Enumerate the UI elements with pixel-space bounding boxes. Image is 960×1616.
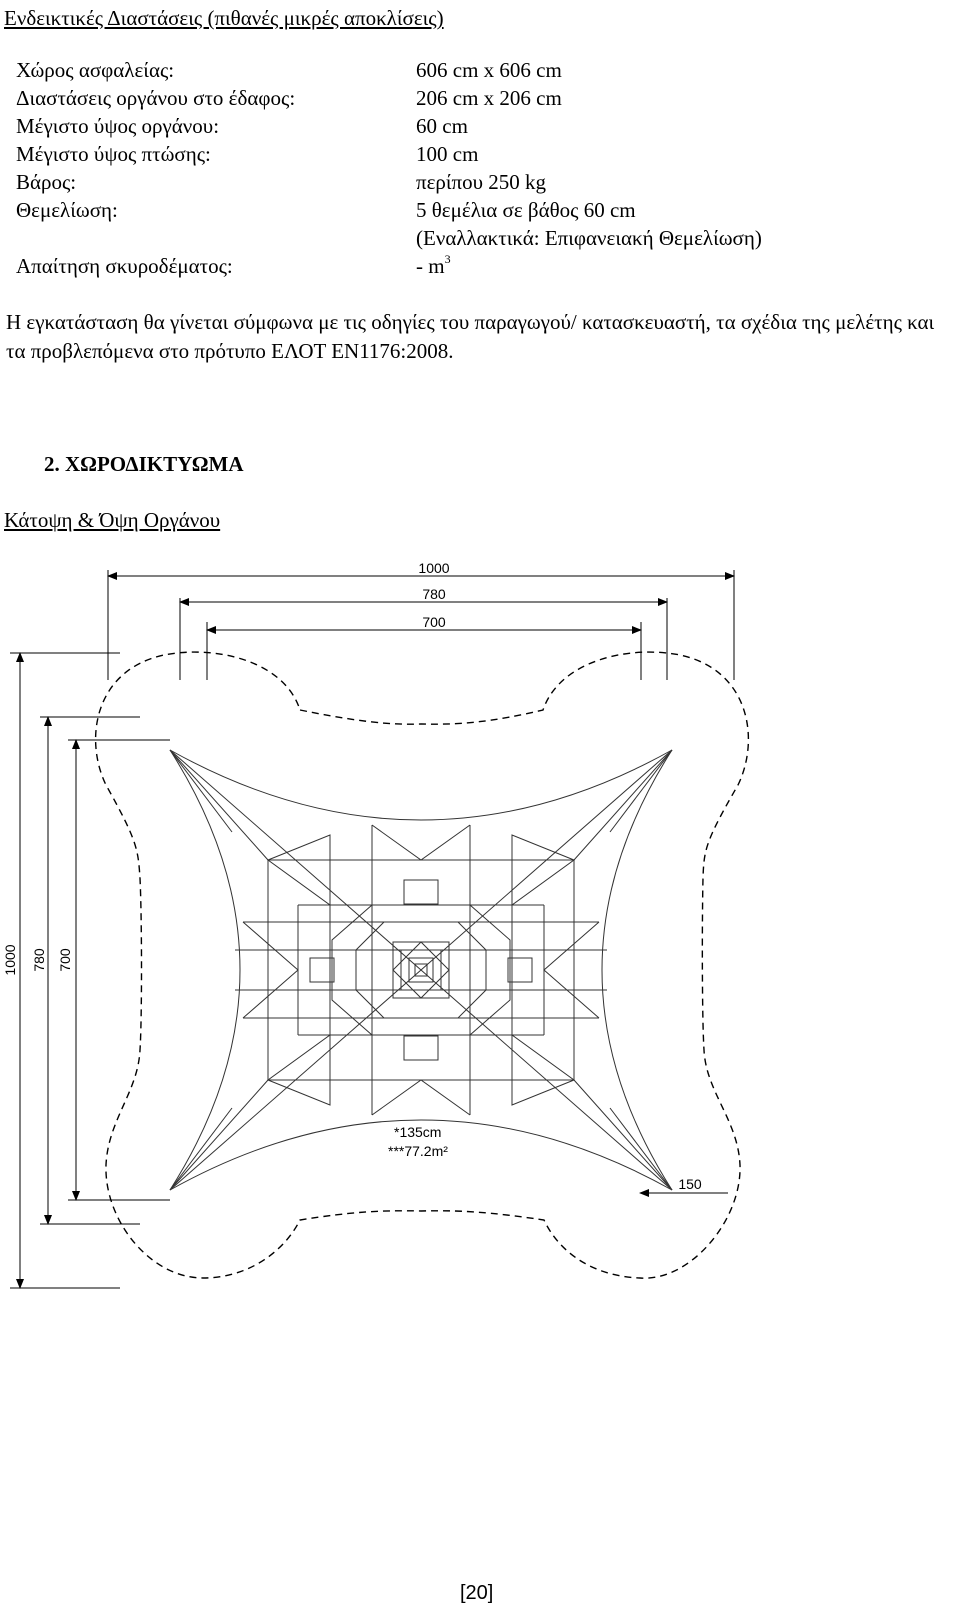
section-title: Ενδεικτικές Διαστάσεις (πιθανές μικρές α… xyxy=(4,6,444,30)
spec-label: Χώρος ασφαλείας: xyxy=(16,58,175,82)
concrete-value: - m xyxy=(416,254,445,278)
spec-label: Διαστάσεις οργάνου στο έδαφος: xyxy=(16,86,296,110)
spec-value: 100 cm xyxy=(416,142,479,166)
spec-label: Θεμελίωση: xyxy=(16,198,118,222)
spec-value: περίπου 250 kg xyxy=(416,170,547,194)
dim-top-700: 700 xyxy=(422,614,446,630)
spec-value: 5 θεμέλια σε βάθος 60 cm xyxy=(416,198,636,222)
dim-top-1000: 1000 xyxy=(418,560,449,576)
spec-value: - m3 xyxy=(416,252,451,278)
drawing-caption: Κάτοψη & Όψη Οργάνου xyxy=(4,508,221,532)
spec-value: 206 cm x 206 cm xyxy=(416,86,562,110)
spec-label: Μέγιστο ύψος πτώσης: xyxy=(16,142,211,166)
plan-drawing: 1000 780 700 1000 780 700 xyxy=(2,560,750,1289)
spec-label: Βάρος: xyxy=(16,170,77,194)
left-dimensions xyxy=(10,652,170,1289)
section-heading: 2. ΧΩΡΟΔΙΚΤΥΩΜΑ xyxy=(44,452,244,476)
annotation-area: ***77.2m² xyxy=(388,1143,448,1159)
dim-left-1000: 1000 xyxy=(2,944,18,975)
spec-value: 606 cm x 606 cm xyxy=(416,58,562,82)
installation-note: Η εγκατάσταση θα γίνεται σύμφωνα με τις … xyxy=(6,310,935,363)
net-structure xyxy=(169,749,673,1191)
dim-left-700: 700 xyxy=(57,948,73,972)
superscript-3: 3 xyxy=(444,252,451,266)
dim-corner-150: 150 xyxy=(678,1176,702,1192)
dim-left-780: 780 xyxy=(31,948,47,972)
spec-value-note: (Εναλλακτικά: Επιφανειακή Θεμελίωση) xyxy=(416,226,762,250)
annotation-135cm: *135cm xyxy=(394,1124,441,1140)
dim-top-780: 780 xyxy=(422,586,446,602)
top-dimensions xyxy=(107,570,735,680)
spec-label: Μέγιστο ύψος οργάνου: xyxy=(16,114,220,138)
spec-label: Απαίτηση σκυροδέματος: xyxy=(16,254,233,278)
safety-zone-outline xyxy=(94,651,750,1279)
page-number: [20] xyxy=(460,1582,494,1604)
spec-value: 60 cm xyxy=(416,114,468,138)
